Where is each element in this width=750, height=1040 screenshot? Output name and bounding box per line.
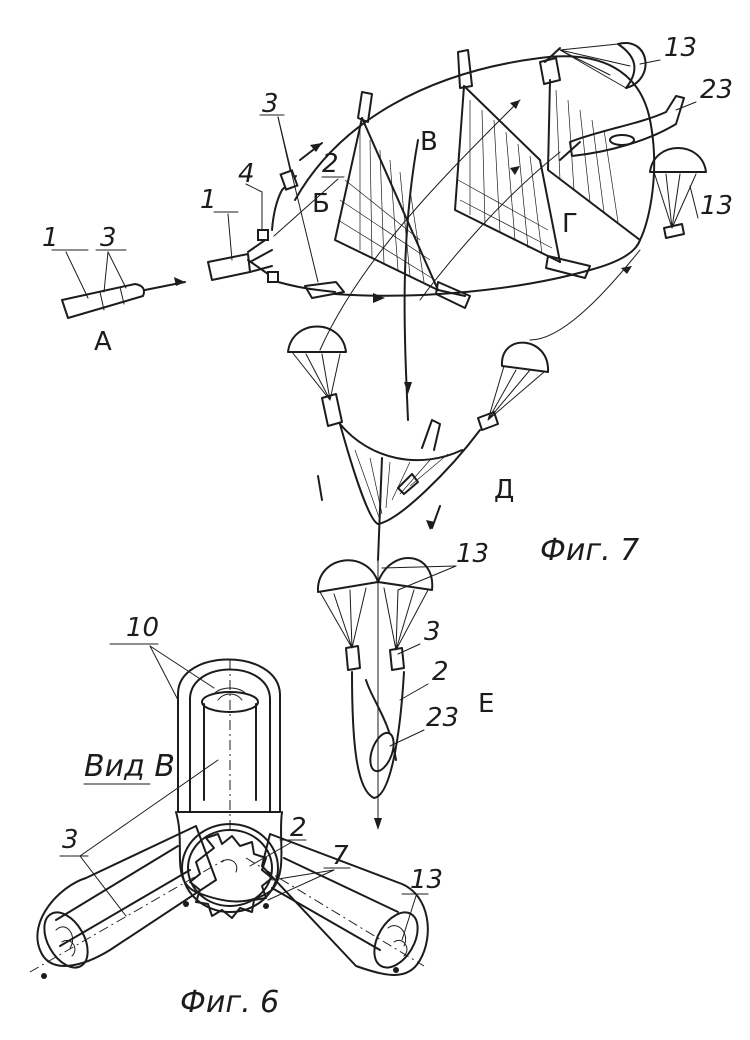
label-7: 7 (332, 841, 349, 871)
stage-e-descent (316, 557, 434, 830)
label-23-e: 23 (426, 703, 459, 733)
label-13-top: 13 (664, 33, 697, 63)
stage-a-container (51, 249, 186, 319)
stage-label-d: Д (494, 475, 514, 505)
stage-label-v: В (420, 127, 438, 157)
guide-lines (319, 99, 641, 351)
figure-6: 10 Вид В 3 2 7 13 Фиг. 6 (29, 613, 443, 1020)
label-1-b: 1 (200, 185, 217, 215)
label-4: 4 (238, 159, 255, 189)
figure-6-caption: Фиг. 6 (180, 985, 279, 1020)
fig7-labels: 1 3 А 1 4 3 2 Б В Г 13 23 13 Д 13 Фиг. 7… (42, 33, 733, 747)
label-10: 10 (126, 613, 159, 643)
label-2: 2 (290, 813, 307, 843)
label-3-b: 3 (262, 89, 279, 119)
label-13: 13 (410, 865, 443, 895)
stage-label-g: Г (562, 209, 578, 239)
label-13-right: 13 (700, 191, 733, 221)
stage-label-a: А (94, 327, 112, 357)
figure-7: 1 3 А 1 4 3 2 Б В Г 13 23 13 Д 13 Фиг. 7… (42, 33, 733, 830)
view-label: Вид В (84, 749, 175, 784)
stage-label-b: Б (312, 189, 330, 219)
label-2-b: 2 (322, 149, 339, 179)
label-23-top: 23 (700, 75, 733, 105)
label-1-a: 1 (42, 223, 59, 253)
parachute-right (649, 147, 707, 239)
stage-v-sail (334, 91, 471, 309)
aircraft-top (559, 95, 685, 161)
central-hub (175, 811, 283, 919)
label-3-a: 3 (100, 223, 117, 253)
fig6-labels: 10 Вид В 3 2 7 13 Фиг. 6 (59, 613, 443, 1020)
right-arm (245, 833, 429, 976)
left-arm (29, 825, 225, 979)
label-3: 3 (62, 825, 79, 855)
stage-label-e: Е (478, 689, 494, 719)
figure-7-caption: Фиг. 7 (540, 533, 639, 568)
stage-d-net (287, 139, 550, 561)
label-2-e: 2 (432, 657, 449, 687)
label-3-e: 3 (424, 617, 441, 647)
parachute-top (544, 42, 647, 89)
stage-g-sail (454, 49, 641, 279)
stage-b-deploying (207, 114, 345, 299)
label-13-e: 13 (456, 539, 489, 569)
top-arm (177, 658, 281, 830)
